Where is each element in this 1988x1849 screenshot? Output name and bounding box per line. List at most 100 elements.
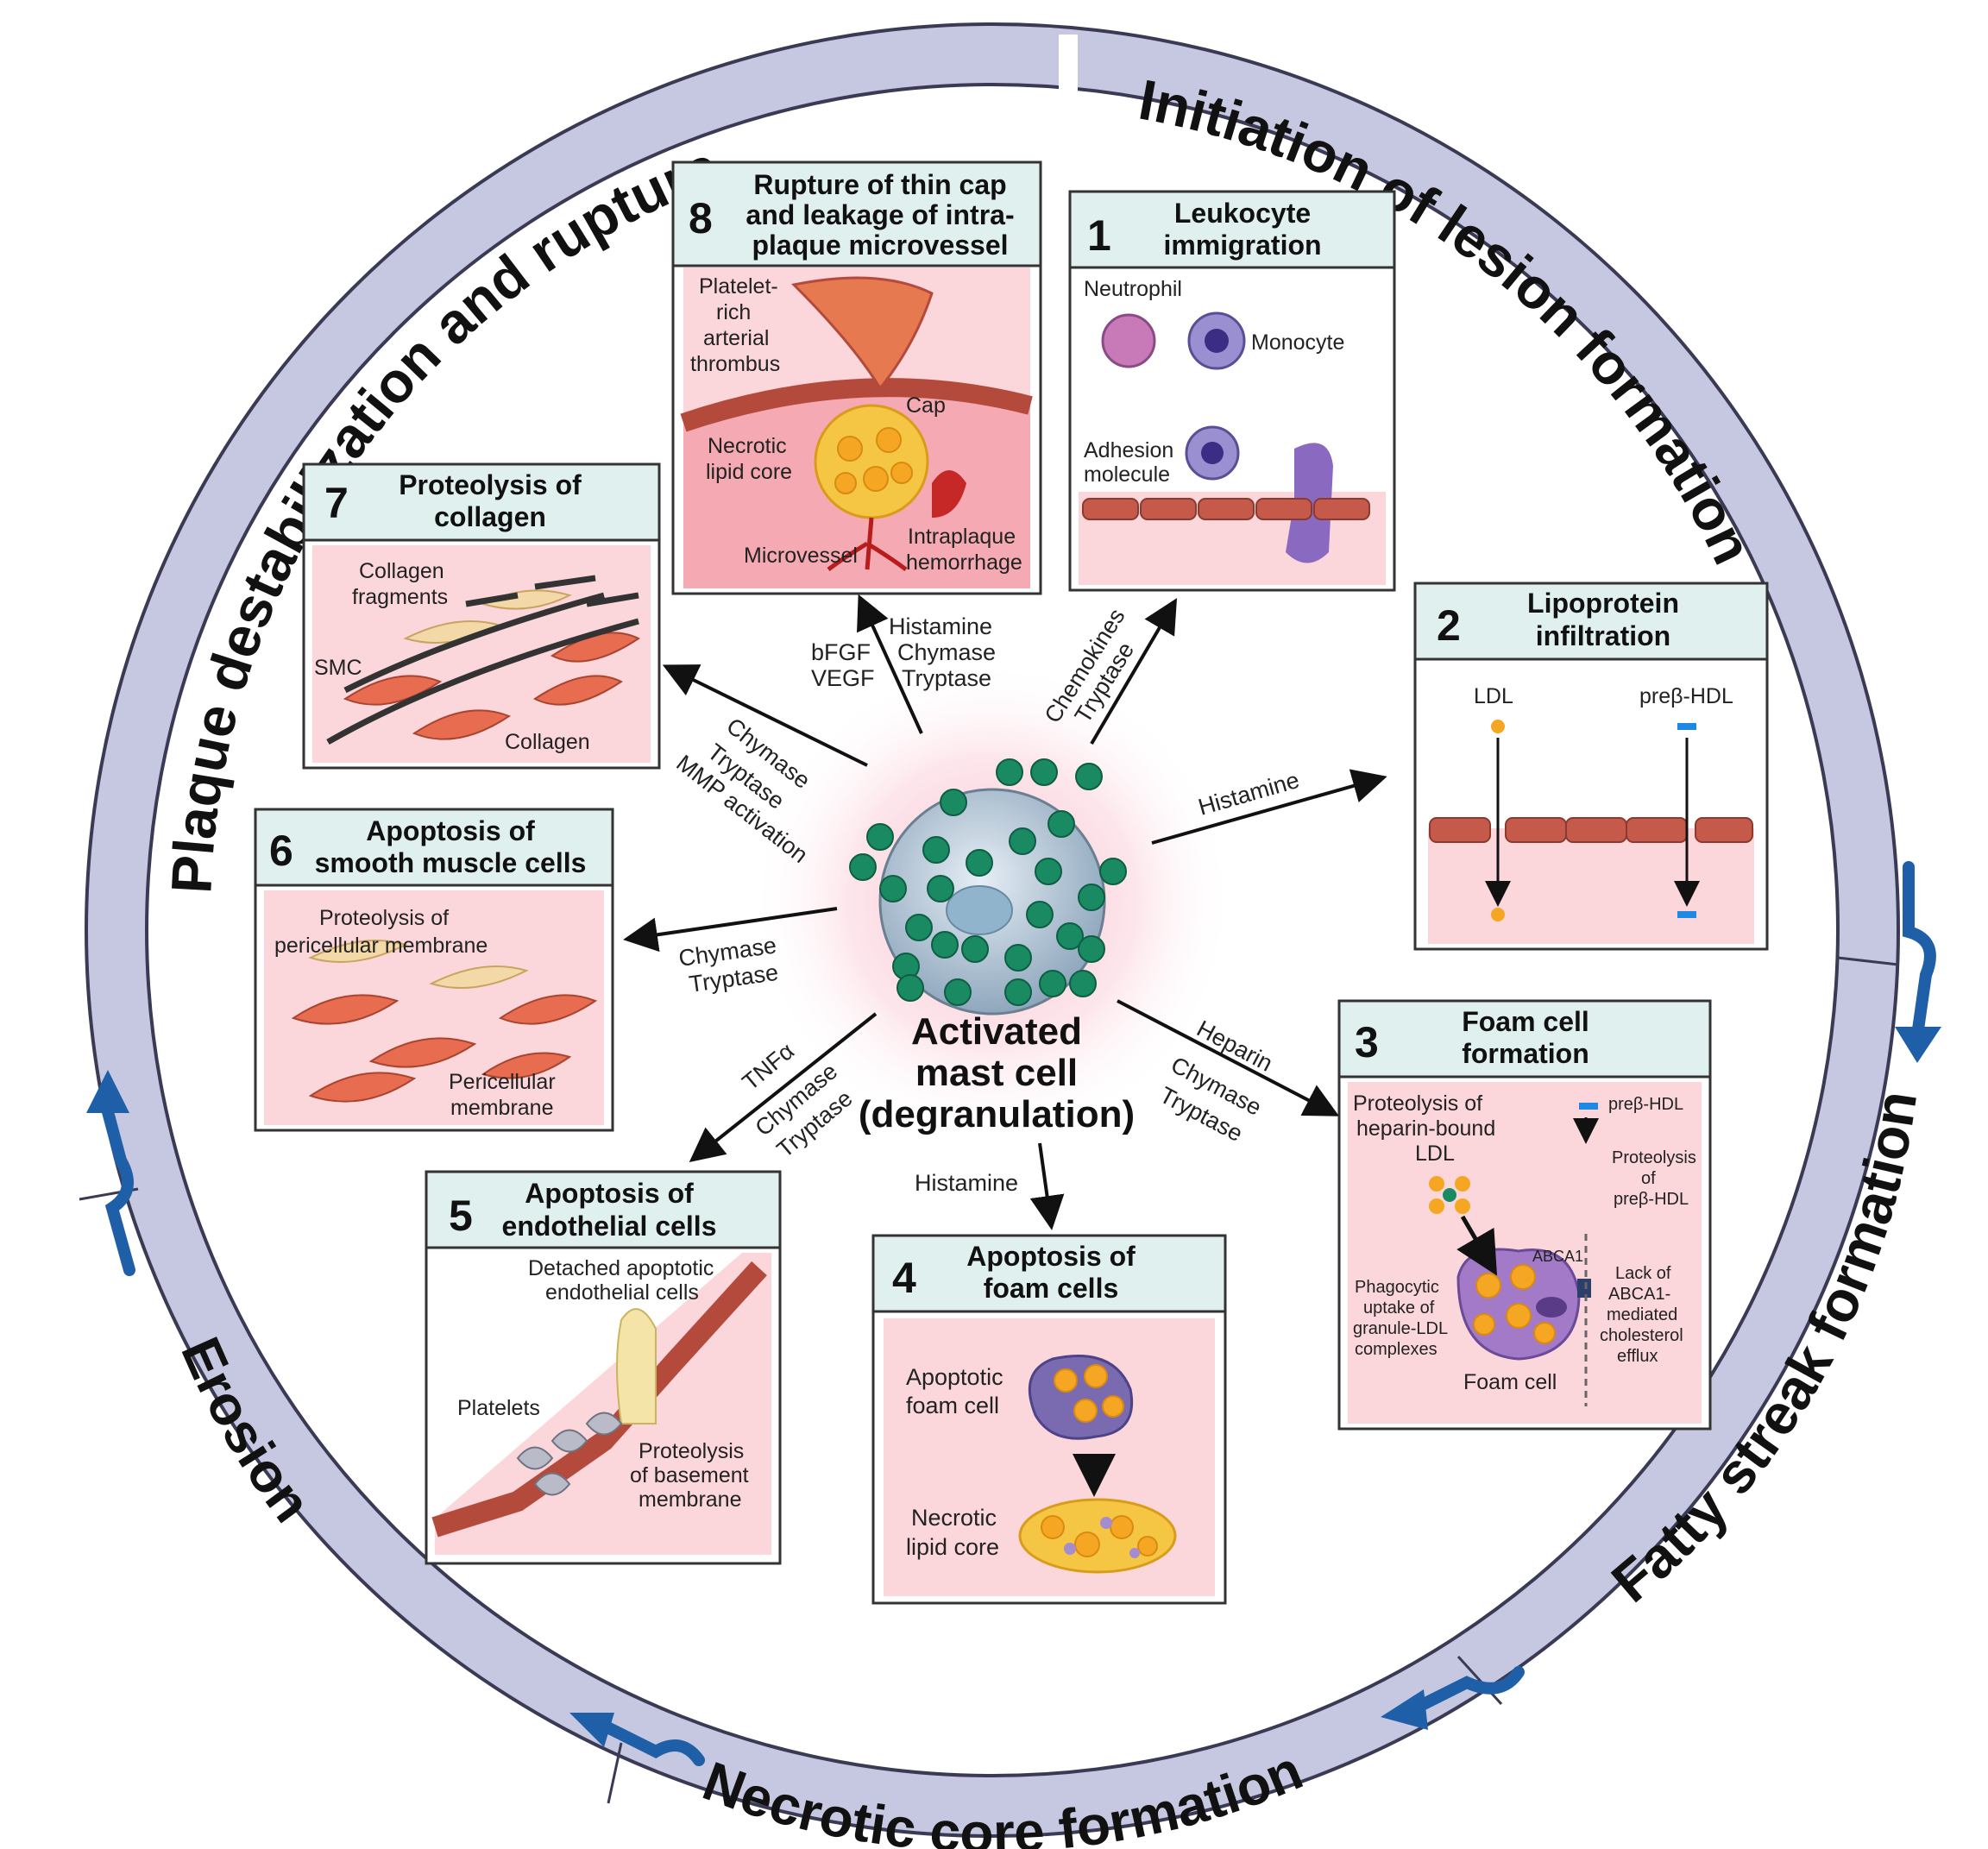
panel-7-collagen: Collagen xyxy=(505,730,590,754)
panel-3-prot-hdl-1: Proteolysis xyxy=(1612,1148,1696,1167)
panel-8-title-3: plaque microvessel xyxy=(752,230,1008,261)
panel-4-necrotic-2: lipid core xyxy=(906,1534,999,1560)
panel-2-title-1: Lipoprotein xyxy=(1527,588,1679,619)
panel-3-proteolysis-3: LDL xyxy=(1415,1141,1455,1166)
panel-5-title-1: Apoptosis of xyxy=(525,1178,694,1209)
panel-3-prot-hdl-2: of xyxy=(1641,1169,1656,1188)
center-line2: mast cell xyxy=(915,1052,1078,1094)
panel-1-leukocyte: 1 Leukocyte immigration Neutrophil Monoc… xyxy=(1068,190,1396,592)
progression-arrows xyxy=(98,861,1936,1766)
panel-7-fragments-2: fragments xyxy=(352,585,448,609)
panel-6-pericellular-1: Pericellular xyxy=(449,1070,556,1094)
panel-8-platelet-1: Platelet- xyxy=(699,274,778,299)
panel-6-proteolysis-1: Proteolysis of xyxy=(319,906,449,930)
panel-8-rupture: 8 Rupture of thin cap and leakage of int… xyxy=(671,160,1042,595)
panel-4-title-1: Apoptosis of xyxy=(966,1241,1136,1272)
panel-5-detached-2: endothelial cells xyxy=(545,1280,699,1305)
panel-5-platelets: Platelets xyxy=(457,1396,540,1420)
panel-3-lack-1: Lack of xyxy=(1615,1264,1671,1283)
panel-3-prot-hdl-3: preβ-HDL xyxy=(1614,1190,1689,1209)
panel-4-title-2: foam cells xyxy=(984,1273,1119,1304)
panel-1-monocyte: Monocyte xyxy=(1251,330,1344,355)
panel-7-title-1: Proteolysis of xyxy=(399,469,582,500)
mediator-bfgf: bFGF xyxy=(811,639,871,665)
panel-4-number: 4 xyxy=(892,1254,916,1302)
panel-8-platelet-2: rich xyxy=(716,300,751,324)
panel-8-necrotic-2: lipid core xyxy=(706,460,792,484)
panel-7-title-2: collagen xyxy=(434,501,546,532)
panel-3-lack-4: cholesterol xyxy=(1600,1326,1683,1345)
panel-8-number: 8 xyxy=(689,194,713,242)
panel-3-phago-2: uptake of xyxy=(1363,1299,1435,1318)
panel-6-pericellular-2: membrane xyxy=(450,1096,554,1120)
panel-6-title-1: Apoptosis of xyxy=(366,815,535,846)
panel-3-proteolysis-1: Proteolysis of xyxy=(1353,1091,1482,1116)
panel-5-number: 5 xyxy=(449,1192,473,1240)
panel-5-proteolysis-2: of basement xyxy=(630,1463,749,1487)
center-line1: Activated xyxy=(911,1010,1082,1053)
panel-8-title-1: Rupture of thin cap xyxy=(753,169,1006,200)
panel-8-hemorrhage-2: hemorrhage xyxy=(906,550,1022,575)
panel-8-necrotic-1: Necrotic xyxy=(708,434,787,458)
panel-3-number: 3 xyxy=(1355,1018,1379,1066)
panel-8-platelet-4: thrombus xyxy=(690,352,780,376)
panel-5-endothelial: 5 Apoptosis of endothelial cells Detache… xyxy=(425,1170,782,1565)
panel-5-proteolysis-1: Proteolysis xyxy=(639,1439,744,1463)
panel-7-number: 7 xyxy=(324,479,349,527)
panel-5-proteolysis-3: membrane xyxy=(639,1487,742,1512)
panel-4-foam-apoptosis: 4 Apoptosis of foam cells Apoptotic foam… xyxy=(871,1234,1227,1605)
panel-7-smc: SMC xyxy=(314,656,362,680)
panel-3-abca1: ABCA1 xyxy=(1532,1248,1583,1265)
panel-2-ldl: LDL xyxy=(1474,684,1513,708)
mediator-chymase-8: Chymase xyxy=(897,639,996,665)
mediator-arrows xyxy=(623,594,1387,1230)
panel-1-adhesion-2: molecule xyxy=(1084,462,1170,487)
mast-cell xyxy=(751,660,1234,1143)
mediator-vegf: VEGF xyxy=(811,665,875,691)
panel-6-smc-apoptosis: 6 Apoptosis of smooth muscle cells Prote… xyxy=(254,808,614,1132)
panel-1-title-2: immigration xyxy=(1163,230,1321,261)
panel-8-hemorrhage-1: Intraplaque xyxy=(908,525,1016,549)
mediator-tryptase-8: Tryptase xyxy=(902,665,991,691)
panel-6-number: 6 xyxy=(269,827,293,875)
progression-arrowheads xyxy=(86,1027,1941,1747)
panel-8-title-2: and leakage of intra- xyxy=(746,199,1014,230)
panel-3-lack-5: efflux xyxy=(1617,1347,1658,1366)
panel-3-phago-3: granule-LDL xyxy=(1353,1319,1448,1338)
mediator-histamine-4: Histamine xyxy=(915,1170,1018,1196)
mediator-histamine-8: Histamine xyxy=(889,613,992,639)
panel-4-apoptotic-1: Apoptotic xyxy=(906,1364,1003,1390)
panel-1-adhesion-1: Adhesion xyxy=(1084,438,1173,462)
panel-3-title-1: Foam cell xyxy=(1462,1006,1589,1037)
panel-6-proteolysis-2: pericellular membrane xyxy=(274,934,488,958)
panel-8-platelet-3: arterial xyxy=(703,326,769,350)
panel-4-apoptotic-2: foam cell xyxy=(906,1393,999,1418)
granules xyxy=(849,758,1127,1006)
panel-1-number: 1 xyxy=(1087,211,1111,260)
panel-3-phago-4: complexes xyxy=(1355,1340,1438,1359)
panel-4-necrotic-1: Necrotic xyxy=(911,1505,997,1531)
panel-2-lipoprotein: 2 Lipoprotein infiltration LDL preβ-HDL xyxy=(1413,582,1769,951)
panel-2-hdl: preβ-HDL xyxy=(1639,684,1733,708)
center-line3: (degranulation) xyxy=(859,1093,1135,1135)
panel-2-number: 2 xyxy=(1437,601,1461,650)
panel-7-collagen: 7 Proteolysis of collagen Collagen fragm… xyxy=(302,462,661,770)
panel-3-foam-label: Foam cell xyxy=(1463,1370,1557,1394)
panel-5-title-2: endothelial cells xyxy=(502,1211,717,1242)
panel-3-phago-1: Phagocytic xyxy=(1355,1278,1439,1297)
panel-2-title-2: infiltration xyxy=(1536,620,1670,651)
panel-8-microvessel: Microvessel xyxy=(744,544,858,568)
panel-8-cap: Cap xyxy=(906,393,946,418)
panel-3-proteolysis-2: heparin-bound xyxy=(1356,1116,1495,1141)
panel-3-lack-2: ABCA1- xyxy=(1608,1285,1670,1304)
panel-1-neutrophil: Neutrophil xyxy=(1084,277,1182,301)
panel-1-title-1: Leukocyte xyxy=(1174,198,1311,229)
panel-7-fragments-1: Collagen xyxy=(359,559,444,583)
panel-3-lack-3: mediated xyxy=(1607,1305,1677,1324)
panel-5-detached-1: Detached apoptotic xyxy=(528,1256,714,1280)
panel-3-prebeta-hdl: preβ-HDL xyxy=(1608,1095,1683,1114)
panel-6-title-2: smooth muscle cells xyxy=(315,847,587,878)
panel-3-foam-cell: 3 Foam cell formation Proteolysis of hep… xyxy=(1337,999,1712,1431)
panel-3-title-2: formation xyxy=(1462,1038,1589,1069)
